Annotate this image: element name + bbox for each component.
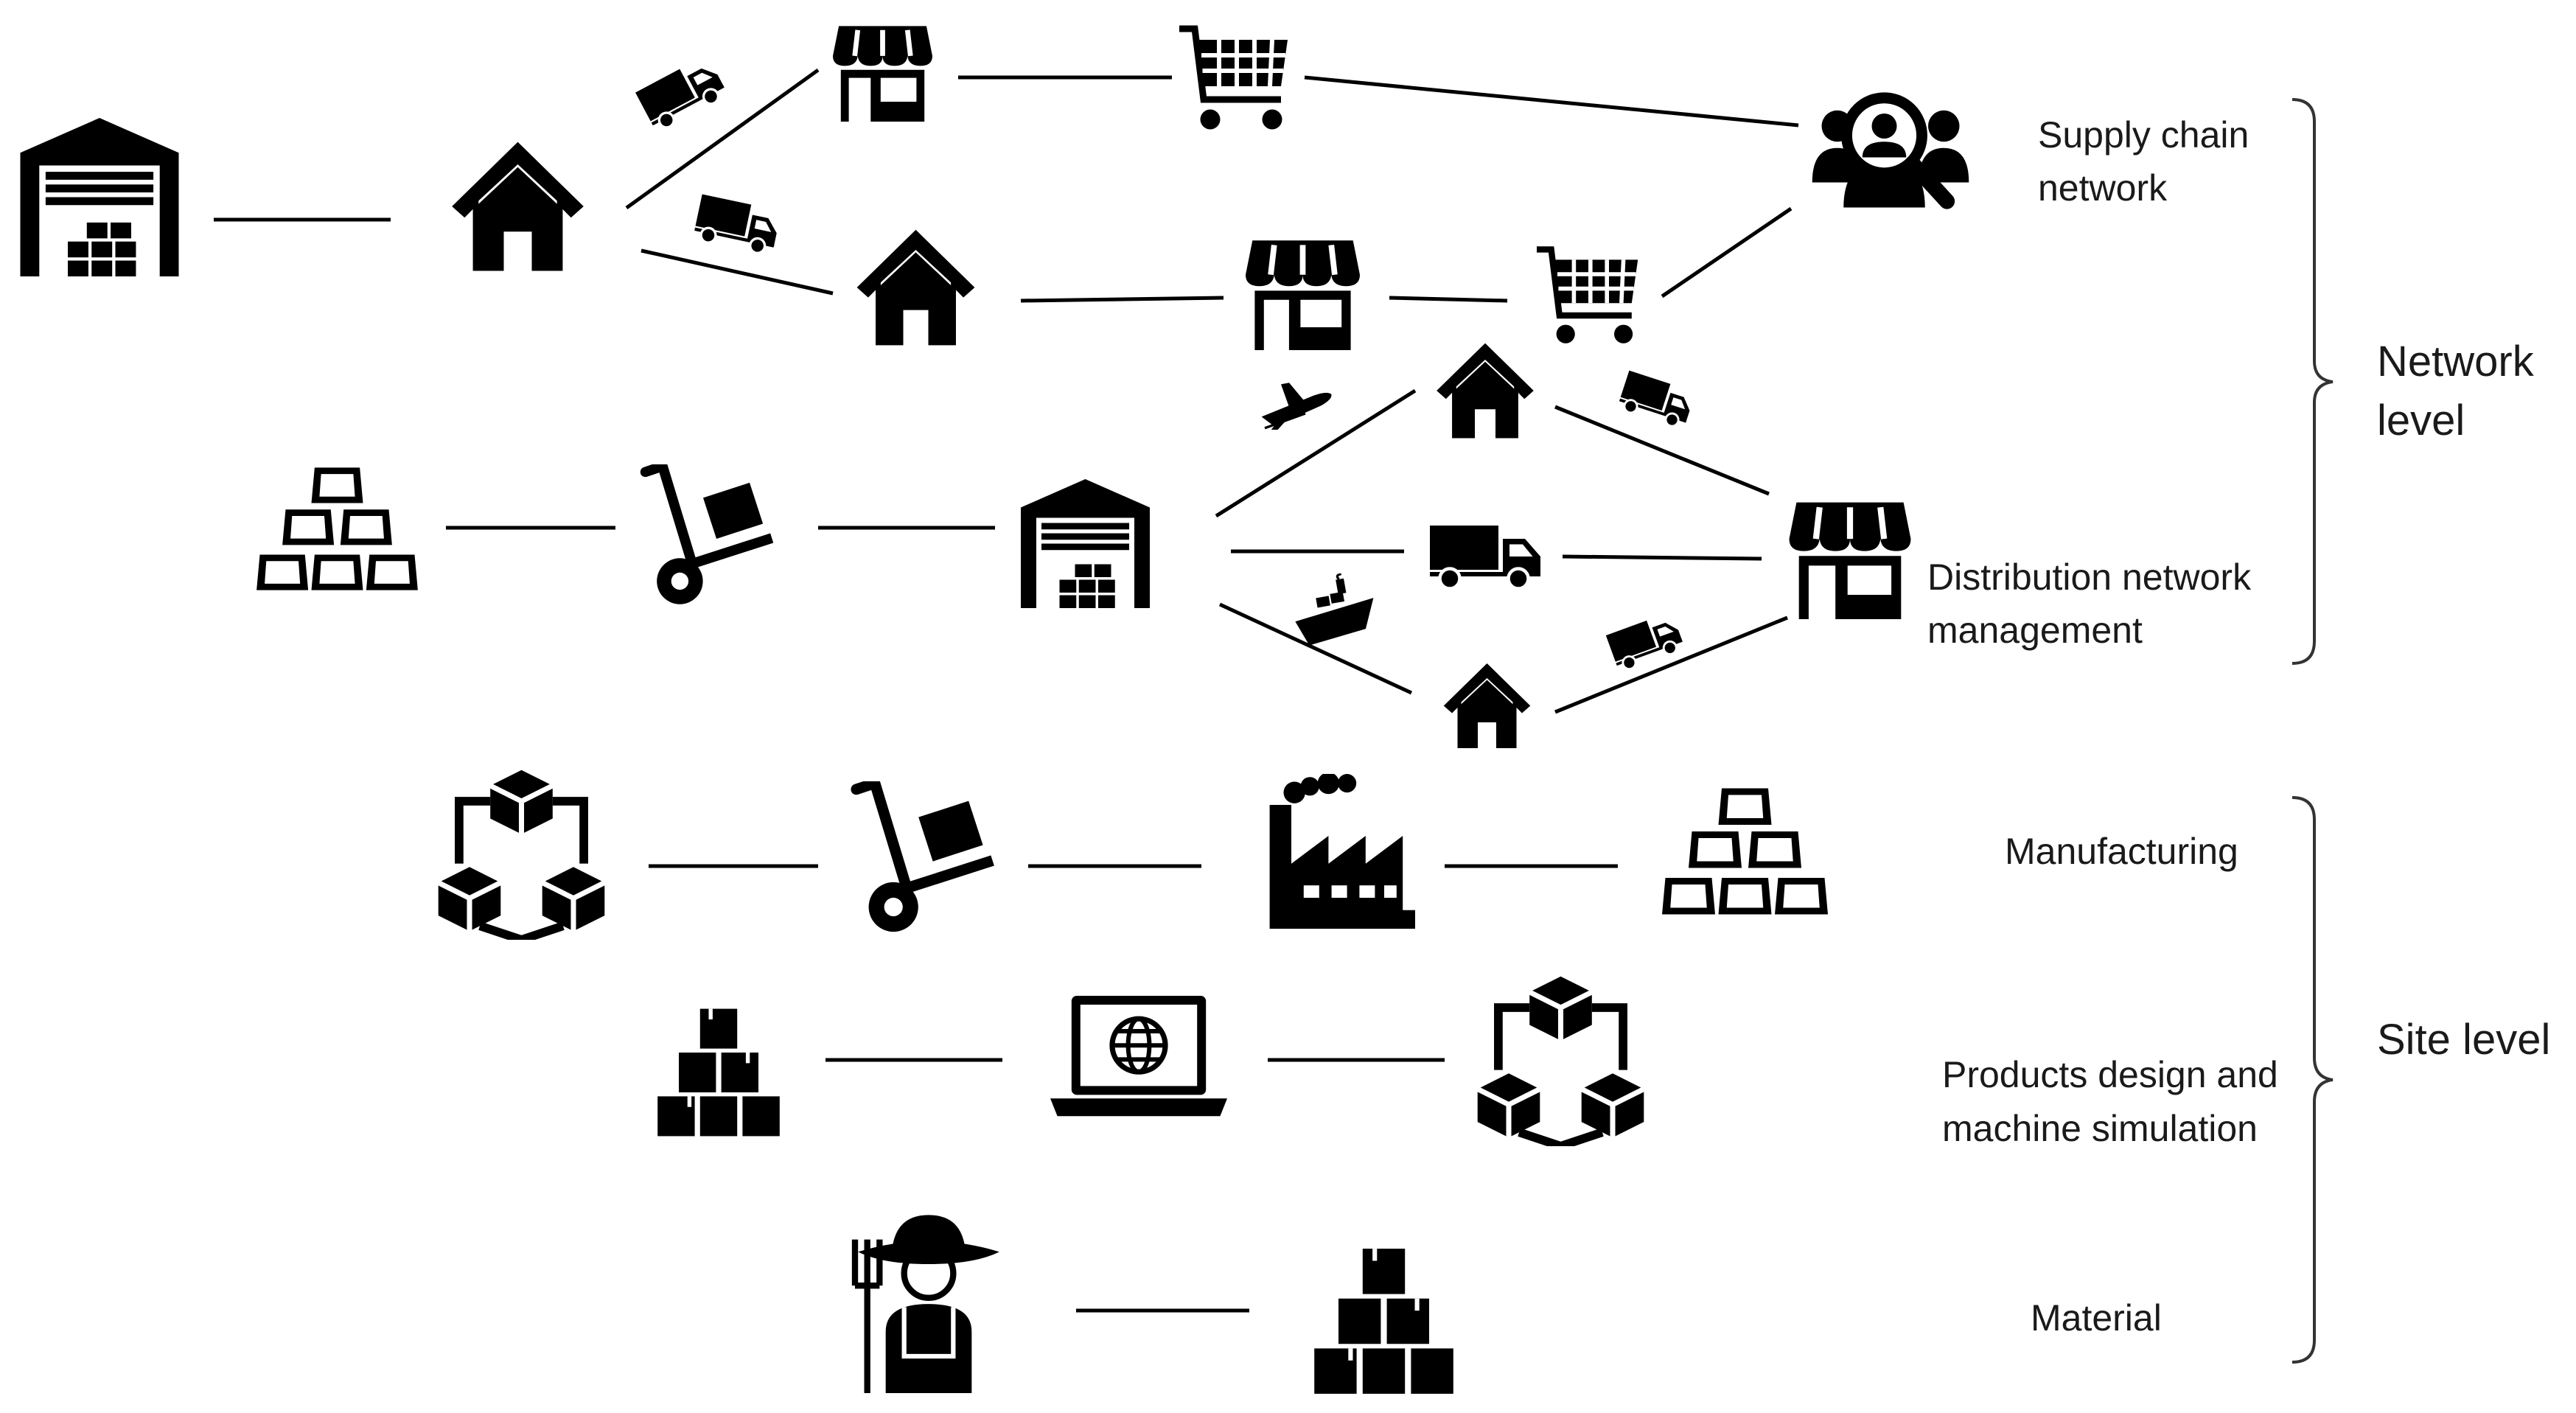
- label-manufacturing: Manufacturing: [2005, 831, 2238, 872]
- farmer-icon: [855, 1215, 999, 1393]
- laptop-globe-icon: [1050, 996, 1227, 1116]
- shopping-cart-icon: [1537, 249, 1638, 343]
- edge: [625, 68, 820, 210]
- label-products-line1: Products design and: [1942, 1054, 2278, 1095]
- network-edges: [214, 68, 1799, 714]
- site-nodes: [439, 770, 1828, 1394]
- airplane-icon: [1260, 381, 1333, 431]
- store-icon: [1790, 503, 1911, 619]
- ingots-icon: [256, 467, 418, 590]
- box-network-icon: [439, 770, 605, 940]
- box-stack-icon: [1314, 1249, 1453, 1394]
- shopping-cart-icon: [1179, 29, 1288, 130]
- level-braces: Network level Site level: [2291, 98, 2550, 1364]
- category-labels: Supply chain network Distribution networ…: [1927, 114, 2278, 1339]
- edge: [1661, 206, 1793, 299]
- customer-search-icon: [1812, 95, 1969, 208]
- truck-icon: [634, 53, 730, 135]
- label-distribution-line1: Distribution network: [1927, 557, 2252, 598]
- label-material: Material: [2031, 1297, 2162, 1339]
- house-icon: [856, 229, 975, 346]
- store-icon: [1246, 240, 1360, 350]
- edge: [640, 248, 834, 296]
- edge: [1554, 405, 1770, 496]
- network-level-label-line2: level: [2377, 397, 2465, 444]
- edge: [1218, 602, 1413, 695]
- edge: [1020, 296, 1224, 303]
- label-supply-chain-line2: network: [2038, 167, 2168, 209]
- box-stack-icon: [657, 1009, 780, 1137]
- label-supply-chain-line1: Supply chain: [2038, 114, 2249, 156]
- label-distribution-line2: management: [1927, 610, 2143, 651]
- edge: [1389, 296, 1508, 303]
- network-level-label-line1: Network: [2377, 338, 2535, 385]
- site-edges: [649, 864, 1618, 1313]
- truck-icon: [1430, 526, 1540, 589]
- network-level-brace: [2291, 98, 2334, 665]
- truck-icon: [1616, 369, 1697, 432]
- warehouse-icon: [1021, 479, 1150, 608]
- hand-truck-icon: [856, 784, 993, 932]
- house-icon: [1443, 663, 1531, 748]
- truck-icon: [691, 192, 783, 258]
- hand-truck-icon: [646, 467, 772, 604]
- warehouse-icon: [20, 118, 179, 276]
- site-level-label: Site level: [2377, 1016, 2550, 1064]
- ship-icon: [1288, 568, 1380, 648]
- edge: [1304, 75, 1799, 128]
- edge: [1215, 388, 1417, 518]
- edge: [1554, 615, 1788, 714]
- site-level-brace: [2291, 796, 2334, 1364]
- house-icon: [452, 142, 584, 271]
- factory-icon: [1269, 774, 1415, 929]
- ingots-icon: [1662, 788, 1828, 915]
- store-icon: [833, 26, 932, 122]
- house-icon: [1437, 343, 1534, 439]
- label-products-line2: machine simulation: [1942, 1108, 2258, 1149]
- edge: [1562, 554, 1762, 561]
- box-network-icon: [1478, 977, 1644, 1146]
- transport-icons: [634, 53, 1697, 674]
